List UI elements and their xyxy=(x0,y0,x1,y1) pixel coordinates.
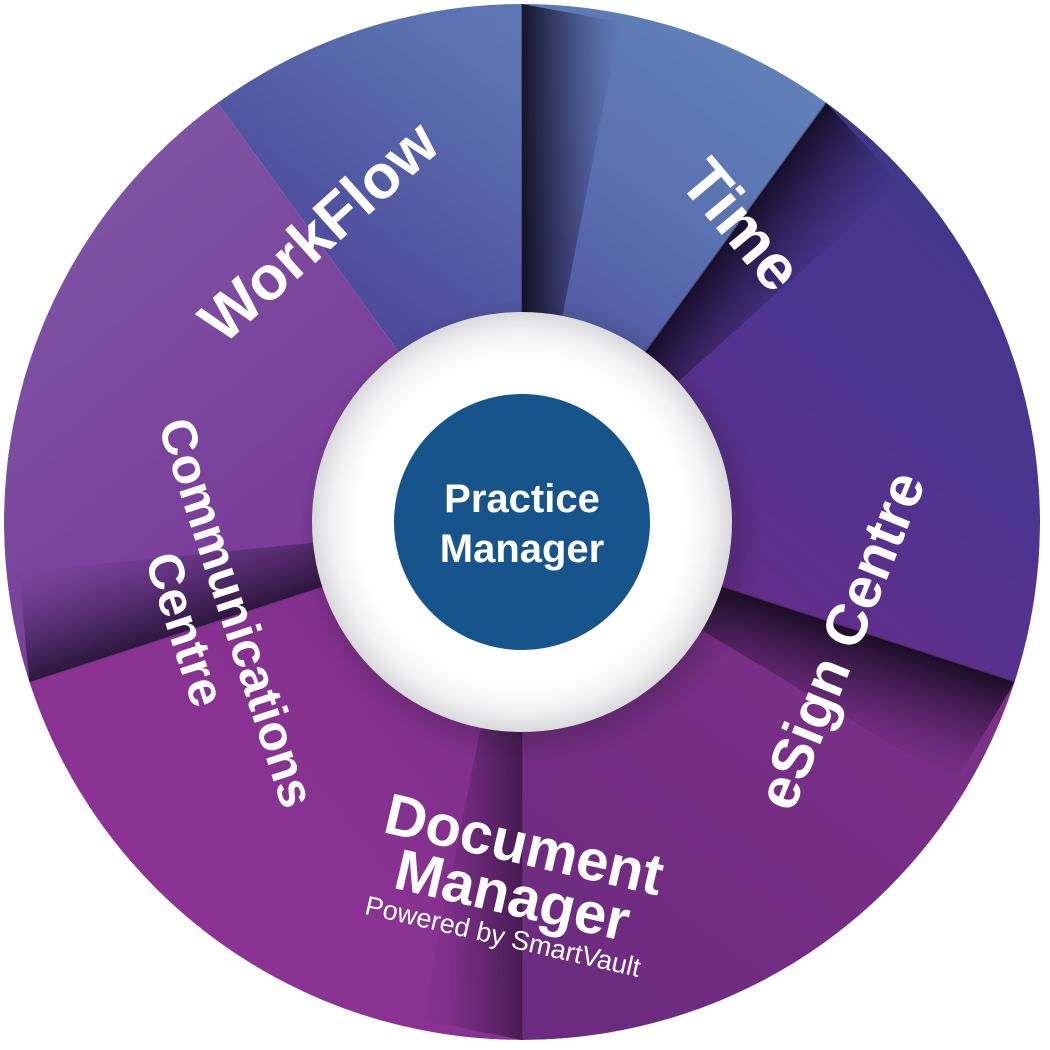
hub-label-group: Practice Manager xyxy=(440,477,605,571)
hub-label-line1: Practice xyxy=(444,477,600,521)
hub-label-line2: Manager xyxy=(440,527,605,571)
hub-blue-circle[interactable] xyxy=(394,394,650,650)
